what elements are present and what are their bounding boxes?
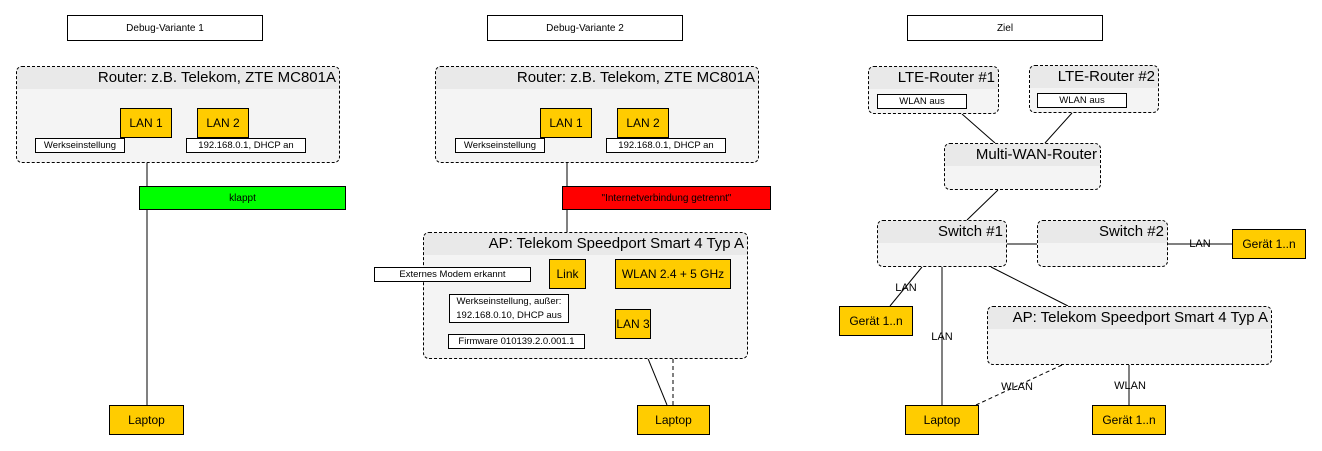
settings-note-line1: Werkseinstellung, außer: (456, 295, 562, 307)
edge-label-lan-right: LAN (1189, 238, 1211, 250)
panel1-laptop: Laptop (109, 405, 184, 435)
switch-1-title: Switch #1 (878, 221, 1006, 243)
firmware-note: Firmware 010139.2.0.001.1 (448, 334, 585, 349)
panel1-status-bar: klappt (139, 186, 346, 210)
edge-label-wlan-device: WLAN (1114, 380, 1146, 392)
panel1-lan2: LAN 2 (197, 108, 249, 138)
lan3-port: LAN 3 (615, 309, 651, 339)
lte-router-1-note: WLAN aus (877, 94, 967, 109)
settings-note-line2: 192.168.0.10, DHCP aus (456, 309, 562, 321)
edge-switch1-device (889, 266, 923, 307)
panel2-lan2-note: 192.168.0.1, DHCP an (606, 138, 726, 153)
panel2-lan2: LAN 2 (617, 108, 669, 138)
edge-label-wlan-laptop: WLAN (1001, 381, 1033, 393)
edge-switch1-ap (990, 266, 1069, 307)
edge-label-lan-laptop: LAN (931, 331, 953, 343)
panel2-lan1-note: Werkseinstellung (455, 138, 545, 153)
switch-2: Switch #2 (1037, 220, 1168, 267)
edge-ap-laptop (975, 364, 1063, 406)
router-title: Router: z.B. Telekom, ZTE MC801A (436, 67, 758, 89)
switch-1: Switch #1 (877, 220, 1007, 267)
device-bottom: Gerät 1..n (1092, 405, 1166, 435)
router-title: Router: z.B. Telekom, ZTE MC801A (17, 67, 339, 89)
edge-label-lan-left: LAN (895, 282, 917, 294)
device-right: Gerät 1..n (1232, 229, 1306, 259)
ap-title: AP: Telekom Speedport Smart 4 Typ A (988, 307, 1271, 329)
panel2-status-bar: "Internetverbindung getrennt" (562, 186, 771, 210)
panel2-laptop: Laptop (637, 405, 710, 435)
wlan-port: WLAN 2.4 + 5 GHz (615, 259, 731, 289)
panel3-laptop: Laptop (905, 405, 979, 435)
panel3-title: Ziel (907, 15, 1103, 41)
panel2-lan1: LAN 1 (540, 108, 592, 138)
panel1-lan1-note: Werkseinstellung (35, 138, 125, 153)
panel3-ap-group: AP: Telekom Speedport Smart 4 Typ A (987, 306, 1272, 365)
switch-2-title: Switch #2 (1038, 221, 1167, 243)
panel1-lan2-note: 192.168.0.1, DHCP an (186, 138, 306, 153)
multi-wan-router: Multi-WAN-Router (944, 143, 1101, 190)
multi-wan-router-title: Multi-WAN-Router (945, 144, 1100, 166)
panel1-lan1: LAN 1 (120, 108, 172, 138)
device-left: Gerät 1..n (839, 306, 913, 336)
edge-lte1-multiwan (961, 113, 996, 144)
panel1-title: Debug-Variante 1 (67, 15, 263, 41)
edge-multiwan-switch1 (966, 189, 999, 221)
panel2-title: Debug-Variante 2 (487, 15, 683, 41)
edge-lte2-multiwan (1044, 112, 1073, 144)
lte-router-2-title: LTE-Router #2 (1030, 66, 1158, 88)
ap-title: AP: Telekom Speedport Smart 4 Typ A (424, 233, 747, 255)
lte-router-1-title: LTE-Router #1 (869, 67, 998, 89)
modem-note: Externes Modem erkannt (374, 267, 531, 282)
settings-note: Werkseinstellung, außer: 192.168.0.10, DH… (449, 294, 569, 323)
lte-router-2-note: WLAN aus (1037, 93, 1127, 108)
link-port: Link (549, 259, 586, 289)
